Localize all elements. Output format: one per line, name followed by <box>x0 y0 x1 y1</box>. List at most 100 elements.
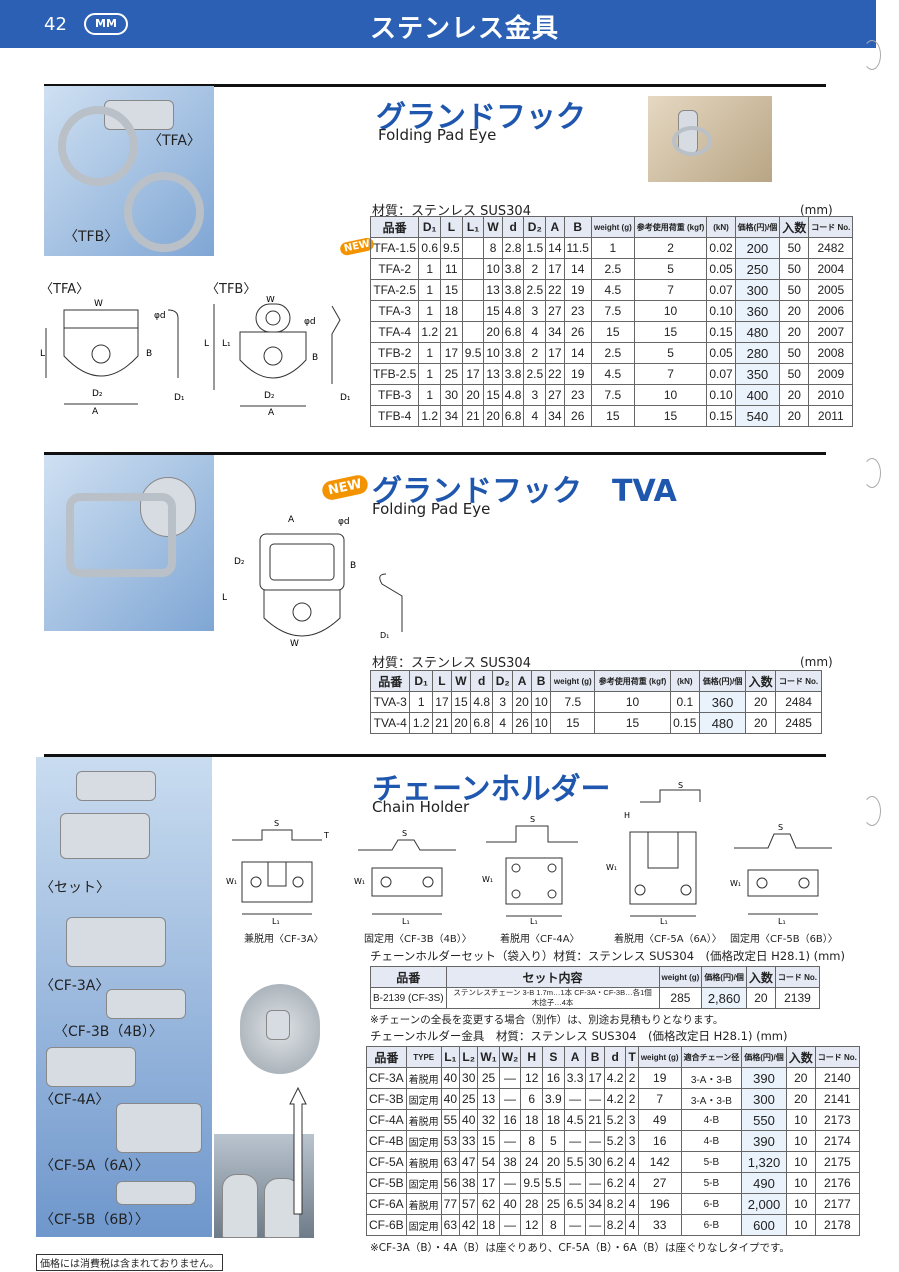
cell: 4.5 <box>563 1109 587 1131</box>
photo-label-cf3a: 〈CF-3A〉 <box>40 978 110 994</box>
cell: CF-4A <box>366 1109 407 1131</box>
cell: 490 <box>741 1172 787 1194</box>
cell: 196 <box>637 1193 682 1215</box>
cell: 26 <box>563 405 592 427</box>
col-header: L₁ <box>461 216 485 238</box>
cell: 20 <box>745 712 777 734</box>
cell: 50 <box>779 342 810 364</box>
cell: 10 <box>785 1109 816 1131</box>
col-header: 入数 <box>779 216 810 238</box>
table-header-row: 品番 D₁ L L₁ W d D₂ A B weight (g) 参考使用荷重 … <box>369 216 854 238</box>
new-badge: NEW <box>320 473 370 502</box>
cell: 33 <box>459 1130 479 1152</box>
cell: 7 <box>633 363 708 385</box>
col-header: W <box>450 670 471 692</box>
cell: — <box>563 1172 587 1194</box>
col-header: 品番 <box>366 1046 407 1068</box>
svg-text:D₂: D₂ <box>92 389 103 399</box>
cell: 5.5 <box>542 1172 565 1194</box>
col-header: 入数 <box>745 966 776 988</box>
col-header: 価格(円)/個 <box>701 966 747 988</box>
cell: 固定用 <box>405 1172 442 1194</box>
cell: 4-B <box>680 1109 743 1131</box>
cell: 25 <box>440 363 463 385</box>
col-header: L <box>440 216 463 238</box>
cell: 7 <box>637 1088 682 1110</box>
cell: 1 <box>418 279 442 301</box>
svg-text:B: B <box>312 353 318 363</box>
cell: 18 <box>542 1109 565 1131</box>
cell: 54 <box>477 1151 500 1173</box>
svg-text:B: B <box>350 561 356 571</box>
cell: 34 <box>545 405 565 427</box>
cell: 20 <box>483 405 503 427</box>
cell: 3.8 <box>501 363 525 385</box>
svg-text:L₁: L₁ <box>402 917 410 926</box>
cell: 200 <box>734 237 781 259</box>
col-header: A <box>545 216 565 238</box>
photo-label-cf4a: 〈CF-4A〉 <box>40 1092 110 1108</box>
cell: 4 <box>523 405 547 427</box>
cell: CF-6B <box>366 1214 407 1236</box>
cell: 3-A・3-B <box>680 1088 743 1110</box>
svg-text:D₁: D₁ <box>174 393 185 403</box>
cell: 10 <box>531 691 552 713</box>
set-table-title: チェーンホルダーセット（袋入り）材質：ステンレス SUS304 (価格改定日 H… <box>370 949 845 963</box>
cell: 25 <box>542 1193 565 1215</box>
cell: 2.5 <box>590 342 635 364</box>
cell: 5.2 <box>603 1109 627 1131</box>
cell: TVA-3 <box>369 691 411 713</box>
cell: 40 <box>459 1109 479 1131</box>
parts-table-title: チェーンホルダー金具 材質：ステンレス SUS304 (価格改定日 H28.1)… <box>370 1029 788 1043</box>
cell: 8.2 <box>603 1193 627 1215</box>
cell: 27 <box>637 1172 682 1194</box>
cell: 2 <box>523 258 547 280</box>
cell: 2007 <box>808 321 854 343</box>
cell: 15 <box>633 321 708 343</box>
col-header: D₂ <box>523 216 547 238</box>
cell: 4 <box>492 712 514 734</box>
svg-text:L₁: L₁ <box>778 917 786 926</box>
col-header: 入数 <box>785 1046 816 1068</box>
cell: 480 <box>698 712 747 734</box>
cell: 15 <box>440 279 463 301</box>
cell: 5-B <box>680 1172 743 1194</box>
cell: 6.2 <box>603 1151 627 1173</box>
cell: CF-6A <box>366 1193 407 1215</box>
cell: 2010 <box>808 384 854 406</box>
cell: 4.5 <box>590 363 635 385</box>
cell: 62 <box>477 1193 500 1215</box>
cell: 34 <box>545 321 565 343</box>
cell: 0.05 <box>706 258 736 280</box>
svg-text:W: W <box>94 299 103 309</box>
cell: 6-B <box>680 1193 743 1215</box>
cell: — <box>498 1130 522 1152</box>
cell: 2141 <box>814 1088 860 1110</box>
col-header: d <box>501 216 525 238</box>
col-header: weight (g) <box>658 966 703 988</box>
cell: 20 <box>779 300 810 322</box>
col-header: B <box>585 1046 605 1068</box>
cell: 4-B <box>680 1130 743 1152</box>
svg-text:L₁: L₁ <box>530 917 538 926</box>
col-header: 価格(円)/個 <box>698 670 747 692</box>
cell: 11 <box>440 258 463 280</box>
page-number: 42 <box>44 14 67 35</box>
svg-text:W₁: W₁ <box>482 875 493 884</box>
brand-logo: MM <box>84 13 128 35</box>
cell: TVA-4 <box>369 712 411 734</box>
photo-label-set: 〈セット〉 <box>40 880 110 896</box>
cell: 10 <box>483 258 503 280</box>
bottom-note: ※CF-3A（B）・4A（B）は座ぐりあり、CF-5A（B）・6A（B）は座ぐり… <box>370 1242 790 1254</box>
cell: 20 <box>785 1067 816 1089</box>
cell: TFA-2.5 <box>369 279 420 301</box>
cell: 2175 <box>814 1151 860 1173</box>
cell: 2009 <box>808 363 854 385</box>
cell: 27 <box>545 300 565 322</box>
cell: 6.2 <box>603 1172 627 1194</box>
